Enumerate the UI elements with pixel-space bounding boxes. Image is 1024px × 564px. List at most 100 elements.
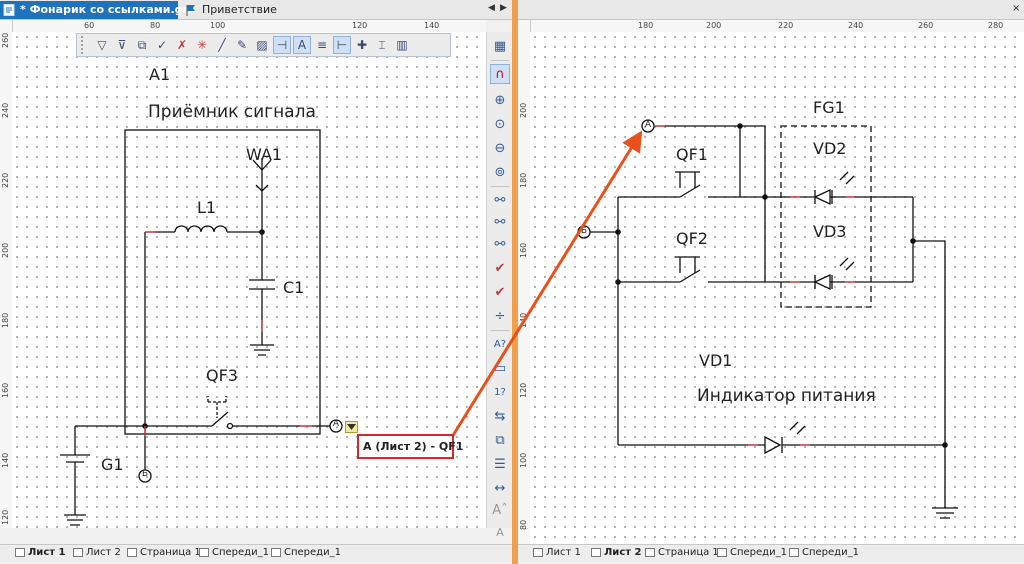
link-dropdown-icon[interactable] bbox=[345, 421, 358, 433]
flag-icon bbox=[186, 5, 195, 16]
right-drawing-canvas[interactable]: FG1 VD2 VD3 QF1 QF2 VD1 Индикатор питани… bbox=[530, 32, 1024, 544]
cross-reference-tooltip[interactable]: А (Лист 2) - QF1 bbox=[357, 434, 463, 459]
sheet-tab[interactable]: Лист 1 bbox=[532, 546, 581, 560]
sheet-tab-label: Лист 1 bbox=[28, 547, 66, 558]
zoom-out-icon[interactable]: ⊖ bbox=[494, 140, 506, 156]
font-decrease-icon[interactable]: A bbox=[496, 525, 504, 539]
spacing-icon[interactable]: ↔ bbox=[494, 480, 506, 496]
connector-a[interactable] bbox=[641, 119, 655, 133]
double-check-cube-icon[interactable]: ✔ bbox=[494, 284, 506, 300]
tab-welcome-label: Приветствие bbox=[202, 3, 277, 16]
glasses-filter-icon[interactable]: ⚯ bbox=[494, 214, 506, 230]
right-tab-strip: × bbox=[518, 0, 1024, 20]
zoom-in-icon[interactable]: ⊕ bbox=[494, 92, 506, 108]
sheet-tab-label: Спереди_1 bbox=[730, 547, 787, 558]
glasses-icon[interactable]: ⚯ bbox=[494, 192, 506, 208]
connector-a-label[interactable]: A bbox=[332, 419, 340, 429]
check-cube-icon[interactable]: ✔ bbox=[494, 260, 506, 276]
sheet-tab[interactable]: Спереди_1 bbox=[788, 546, 859, 560]
text-box-icon[interactable]: A? bbox=[493, 338, 507, 350]
node-icon[interactable]: ⊣ bbox=[273, 36, 291, 54]
document-icon bbox=[3, 4, 15, 16]
sheet-tab[interactable]: Спереди_1 bbox=[270, 546, 341, 560]
sheet-tab[interactable]: Спереди_1 bbox=[716, 546, 787, 560]
clear-filter-icon[interactable]: ✗ bbox=[176, 38, 188, 52]
floating-toolbar: ▽ ⊽ ⧉ ✓ ✗ ✳ ╱ ✎ ▨ ⊣ A ≡ ⊢ ✚ ⌶ ▥ bbox=[76, 33, 451, 57]
block-title-label: Приёмник сигнала bbox=[148, 102, 316, 122]
group-fg1-box bbox=[780, 125, 872, 308]
ruler-label: 220 bbox=[778, 21, 794, 30]
sheet-tab[interactable]: Страница 1 bbox=[126, 546, 201, 560]
check-filter-icon[interactable]: ✓ bbox=[156, 38, 168, 52]
glasses-arrow-icon[interactable]: ⚯ bbox=[494, 236, 506, 252]
crosshair-icon[interactable]: ✚ bbox=[356, 38, 368, 52]
view-icon bbox=[789, 548, 799, 557]
connector-b-label[interactable]: Б bbox=[580, 226, 588, 236]
divide-icon[interactable]: ÷ bbox=[494, 308, 506, 324]
dimension-icon[interactable]: ⊢ bbox=[333, 36, 351, 54]
indicator-title-label: Индикатор питания bbox=[697, 386, 876, 406]
copy-pages-icon[interactable]: ⧉ bbox=[495, 432, 505, 448]
zoom-fit-icon[interactable]: ⊚ bbox=[494, 164, 506, 180]
snap-point-icon[interactable]: ✳ bbox=[196, 38, 208, 52]
hatch-icon[interactable]: ▨ bbox=[256, 38, 268, 52]
sheet-tab[interactable]: Лист 2 bbox=[590, 546, 641, 560]
diode2-label: VD3 bbox=[813, 222, 847, 241]
line-icon[interactable]: ╱ bbox=[218, 38, 226, 52]
inductor-label: L1 bbox=[197, 198, 217, 217]
ruler-label: 180 bbox=[519, 172, 528, 188]
filter-box-icon[interactable]: ⊽ bbox=[117, 38, 127, 52]
left-sheet-tabs: Лист 1 Лист 2 Страница 1 Спереди_1 Спере… bbox=[0, 544, 512, 561]
page-icon bbox=[645, 548, 655, 557]
sheet-tab[interactable]: Спереди_1 bbox=[198, 546, 269, 560]
connector-a-label[interactable]: A bbox=[644, 120, 652, 130]
sheet-tab-label: Страница 1 bbox=[658, 547, 719, 558]
ruler-label: 120 bbox=[519, 382, 528, 398]
ruler-label: 220 bbox=[1, 172, 10, 188]
tab-welcome[interactable]: Приветствие bbox=[182, 1, 282, 19]
sheet-tab-label: Спереди_1 bbox=[212, 547, 269, 558]
ruler-label: 160 bbox=[519, 242, 528, 258]
columns-icon[interactable]: ▥ bbox=[396, 38, 408, 52]
tab-scroll-right-icon[interactable]: ▶ bbox=[500, 3, 507, 13]
ruler-label: 200 bbox=[1, 242, 10, 258]
page-icon[interactable]: ▭ bbox=[493, 360, 507, 376]
copy-filter-icon[interactable]: ⧉ bbox=[137, 37, 147, 52]
antenna-symbol bbox=[252, 158, 272, 232]
sheet-icon bbox=[533, 548, 543, 557]
view-icon bbox=[271, 548, 281, 557]
sheet-tab[interactable]: Лист 2 bbox=[72, 546, 121, 560]
sheet-icon bbox=[15, 548, 25, 557]
sheet-icon bbox=[591, 548, 601, 557]
ruler-label: 240 bbox=[1, 102, 10, 118]
ruler-label: 180 bbox=[1, 312, 10, 328]
page-icon bbox=[127, 548, 137, 557]
ruler-label: 140 bbox=[424, 21, 440, 30]
trim-icon[interactable]: ⌶ bbox=[378, 37, 386, 52]
text-tool-icon[interactable]: A bbox=[293, 36, 311, 54]
sheet-tab-label: Страница 1 bbox=[140, 547, 201, 558]
close-icon[interactable]: × bbox=[1012, 3, 1021, 14]
page-number-icon[interactable]: 1? bbox=[494, 386, 506, 398]
magnet-icon[interactable]: ∩ bbox=[490, 64, 510, 84]
align-icon[interactable]: ≡ bbox=[316, 38, 328, 52]
font-increase-icon[interactable]: Aˆ bbox=[492, 502, 508, 518]
filter-icon[interactable]: ▽ bbox=[97, 38, 107, 52]
pen-icon[interactable]: ✎ bbox=[236, 38, 248, 52]
ruler-label: 60 bbox=[84, 21, 95, 30]
grid-table-icon[interactable]: ▦ bbox=[493, 38, 507, 54]
ruler-label: 120 bbox=[352, 21, 368, 30]
tab-close-icon[interactable]: × bbox=[207, 5, 217, 16]
inductor-symbol bbox=[174, 225, 228, 233]
sheet-tab-label: Лист 2 bbox=[86, 547, 121, 558]
zoom-window-icon[interactable]: ⊙ bbox=[494, 116, 506, 132]
block-frame bbox=[124, 129, 321, 435]
sheet-tab[interactable]: Лист 1 bbox=[14, 546, 65, 560]
toolbar-grip[interactable] bbox=[81, 36, 87, 54]
tab-scroll-left-icon[interactable]: ◀ bbox=[488, 3, 495, 13]
sheet-tab[interactable]: Страница 1 bbox=[644, 546, 719, 560]
connector-b-label[interactable]: Б bbox=[141, 469, 149, 479]
tab-document[interactable]: * Фонарик со ссылками.grb × bbox=[0, 1, 216, 19]
list-icon[interactable]: ☰ bbox=[494, 456, 506, 472]
link-icon[interactable]: ⇆ bbox=[494, 408, 506, 424]
